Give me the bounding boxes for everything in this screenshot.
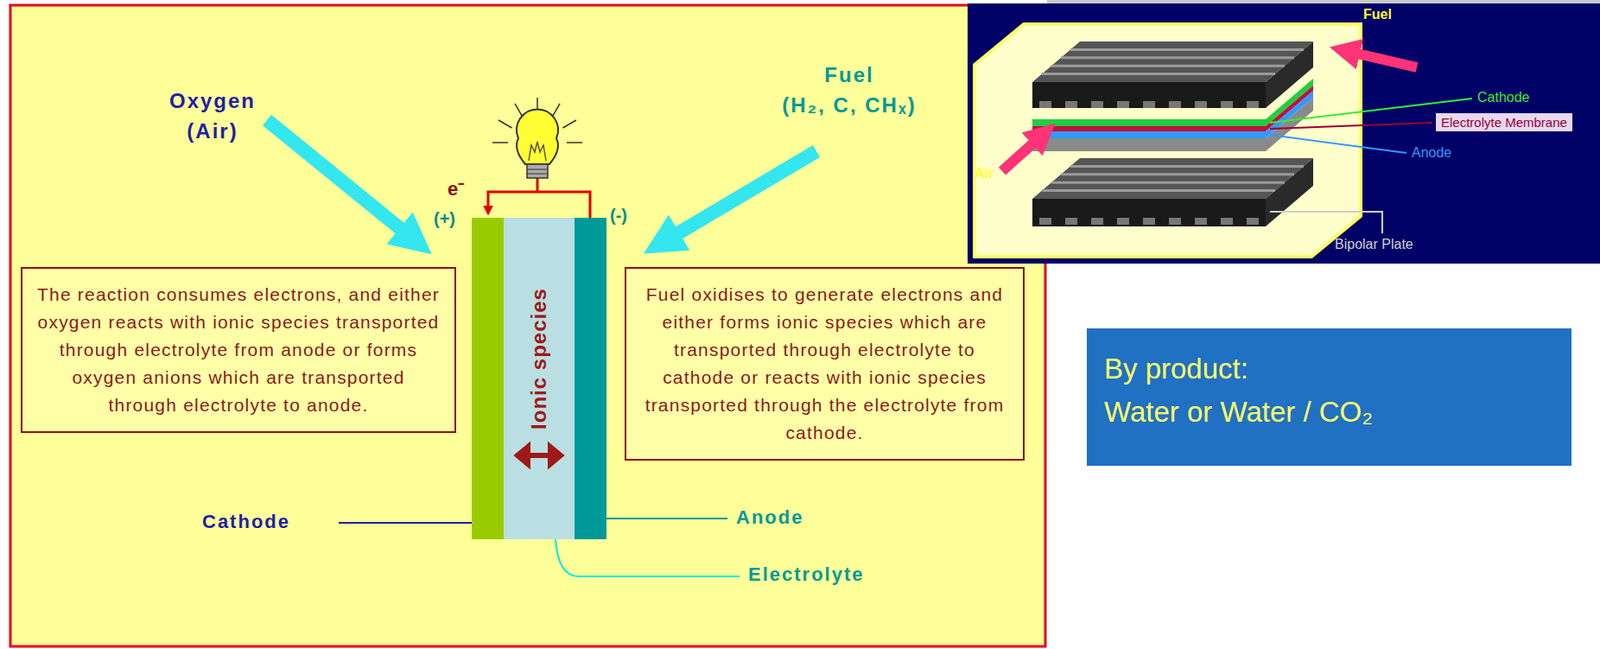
node-text: Ionic species — [526, 287, 552, 430]
callout-box: The reaction consumes electrons, and eit… — [20, 266, 457, 433]
bulb-filament — [528, 141, 547, 161]
bipolar-plate-side — [1265, 158, 1314, 227]
plate-channel — [1039, 101, 1052, 108]
cathode-leader — [338, 521, 472, 524]
stack-picture-ground — [967, 3, 1600, 264]
light-ray — [514, 103, 523, 118]
label-tag: Electrolyte Membrane — [1435, 113, 1573, 132]
node-text: By product: — [1104, 347, 1555, 391]
double-arrow — [517, 446, 561, 464]
bipolar-plate-top — [1032, 158, 1314, 199]
part-label: Anode — [736, 506, 804, 529]
reactant-label: Oxygen — [169, 88, 256, 114]
membrane-leader — [1269, 122, 1433, 129]
plate-channel — [1142, 217, 1156, 225]
stack-backdrop — [974, 24, 1361, 257]
plate-channel — [1168, 217, 1181, 225]
flow-label: Fuel — [1363, 6, 1392, 23]
electron-label: e⁻ — [447, 174, 464, 201]
light-ray — [566, 141, 583, 144]
plate-rib — [1060, 56, 1295, 59]
light-ray — [562, 120, 577, 128]
bulb-glass — [516, 108, 559, 165]
bipolar-plate-top — [1032, 41, 1314, 83]
plate-channel — [1220, 101, 1233, 108]
plate-channel — [1065, 217, 1078, 225]
plate-rib — [1060, 172, 1295, 176]
plate-channel — [1246, 217, 1259, 225]
ion-flow-arrow — [503, 438, 575, 473]
bulb-base — [526, 164, 548, 178]
node-text: Fuel oxidises to generate electrons and … — [640, 280, 1010, 447]
circuit-wire — [488, 191, 591, 218]
electrolyte-membrane-layer — [1032, 85, 1314, 132]
plate-channel — [1194, 217, 1207, 225]
anode-leader — [1269, 134, 1407, 153]
plate-channel — [1039, 217, 1052, 225]
oxygen-arrow — [266, 120, 407, 234]
electrolyte-leader — [555, 539, 740, 577]
cathode-layer — [1032, 78, 1314, 127]
plate-rib — [1070, 165, 1304, 168]
plate-rib — [1070, 48, 1304, 51]
plate-channel — [1194, 101, 1207, 108]
plate-channel — [1220, 217, 1233, 225]
node-text: The reaction consumes electrons, and eit… — [36, 280, 441, 420]
callout-box: Fuel oxidises to generate electrons and … — [624, 266, 1025, 461]
air-arrow — [1002, 139, 1037, 172]
reactant-label: (H₂, C, CHₓ) — [781, 93, 916, 118]
plate-channel — [1117, 101, 1130, 108]
light-ray — [498, 120, 513, 128]
bipolar-plate-front — [1032, 82, 1266, 108]
anode-layer — [1032, 90, 1314, 139]
fuel-arrow — [1353, 52, 1417, 68]
part-label: Cathode — [202, 510, 291, 534]
fuel-arrow — [672, 151, 817, 237]
plate-channel — [1246, 101, 1259, 108]
reactant-label: (Air) — [186, 119, 238, 144]
plate-rib — [1051, 64, 1285, 68]
bipolar-plate-front — [1032, 198, 1266, 227]
flow-label: Air — [974, 165, 994, 182]
anode-layer — [574, 217, 607, 540]
part-label: Anode — [1411, 145, 1452, 161]
anode-leader — [606, 517, 728, 520]
bulb-lead — [536, 177, 540, 192]
bulb-thread — [526, 169, 548, 171]
plate-rib — [1041, 189, 1276, 192]
bulb-thread — [526, 173, 548, 175]
top-rule — [1047, 0, 1600, 4]
part-label: Bipolar Plate — [1334, 236, 1414, 253]
node-text: Water or Water / CO₂ — [1104, 390, 1555, 434]
main-panel — [10, 5, 1046, 647]
polarity-label: (-) — [609, 205, 628, 226]
plate-channel — [1168, 101, 1181, 108]
cathode-layer — [471, 217, 504, 540]
plate-rib — [1051, 181, 1285, 185]
electrolyte-bar: Ionic species — [503, 217, 575, 540]
plate-channel — [1065, 101, 1078, 108]
plate-channel — [1091, 101, 1104, 108]
byproduct-box: By product:Water or Water / CO₂ — [1086, 328, 1572, 466]
plate-ribs — [1039, 49, 1304, 225]
plate-channel — [1091, 217, 1104, 225]
light-ray — [552, 103, 560, 118]
plate-rib — [1041, 72, 1276, 76]
plate-channel — [1117, 217, 1130, 225]
polarity-label: (+) — [433, 209, 456, 229]
node-text: Electrolyte Membrane — [1441, 114, 1568, 130]
part-label: Electrolyte — [748, 563, 865, 586]
light-ray — [492, 141, 508, 144]
plate-channel — [1142, 101, 1156, 108]
plate-leader — [1269, 211, 1383, 234]
part-label: Cathode — [1477, 89, 1531, 106]
reactant-label: Fuel — [824, 63, 874, 88]
